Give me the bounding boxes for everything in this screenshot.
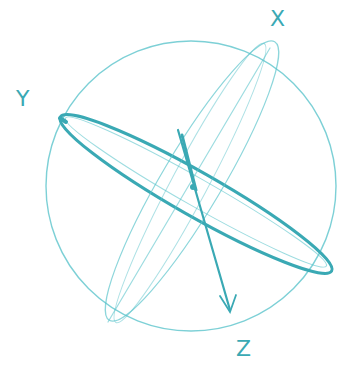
axis-label: Z bbox=[236, 338, 251, 360]
axis-label: Y bbox=[16, 88, 29, 110]
axis-label: X bbox=[270, 8, 285, 30]
